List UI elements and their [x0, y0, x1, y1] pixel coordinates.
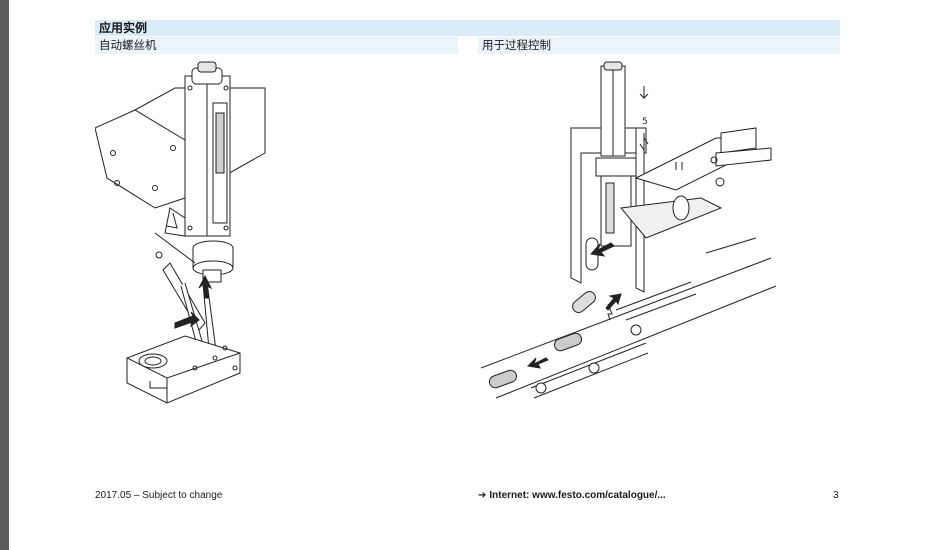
- right-panel-title: 用于过程控制: [482, 38, 551, 52]
- screwdriver-illustration: [95, 58, 275, 413]
- footer-link[interactable]: ➔Internet: www.festo.com/catalogue/...: [478, 489, 666, 503]
- footer-date: 2017.05 – Subject to change: [95, 490, 223, 501]
- stroke-label: 5: [642, 117, 648, 127]
- section-header: 应用实例: [95, 20, 840, 36]
- section-title: 应用实例: [99, 21, 148, 35]
- arrow-right-icon: ➔: [478, 490, 487, 501]
- viewer-left-edge: [0, 0, 9, 550]
- right-panel-header: 用于过程控制: [478, 37, 840, 54]
- left-panel-header: 自动螺丝机: [95, 37, 458, 54]
- process-control-illustration: 5: [476, 58, 786, 408]
- left-panel-title: 自动螺丝机: [99, 38, 157, 52]
- footer-link-text[interactable]: Internet: www.festo.com/catalogue/...: [489, 490, 666, 501]
- page-number: 3: [833, 490, 839, 501]
